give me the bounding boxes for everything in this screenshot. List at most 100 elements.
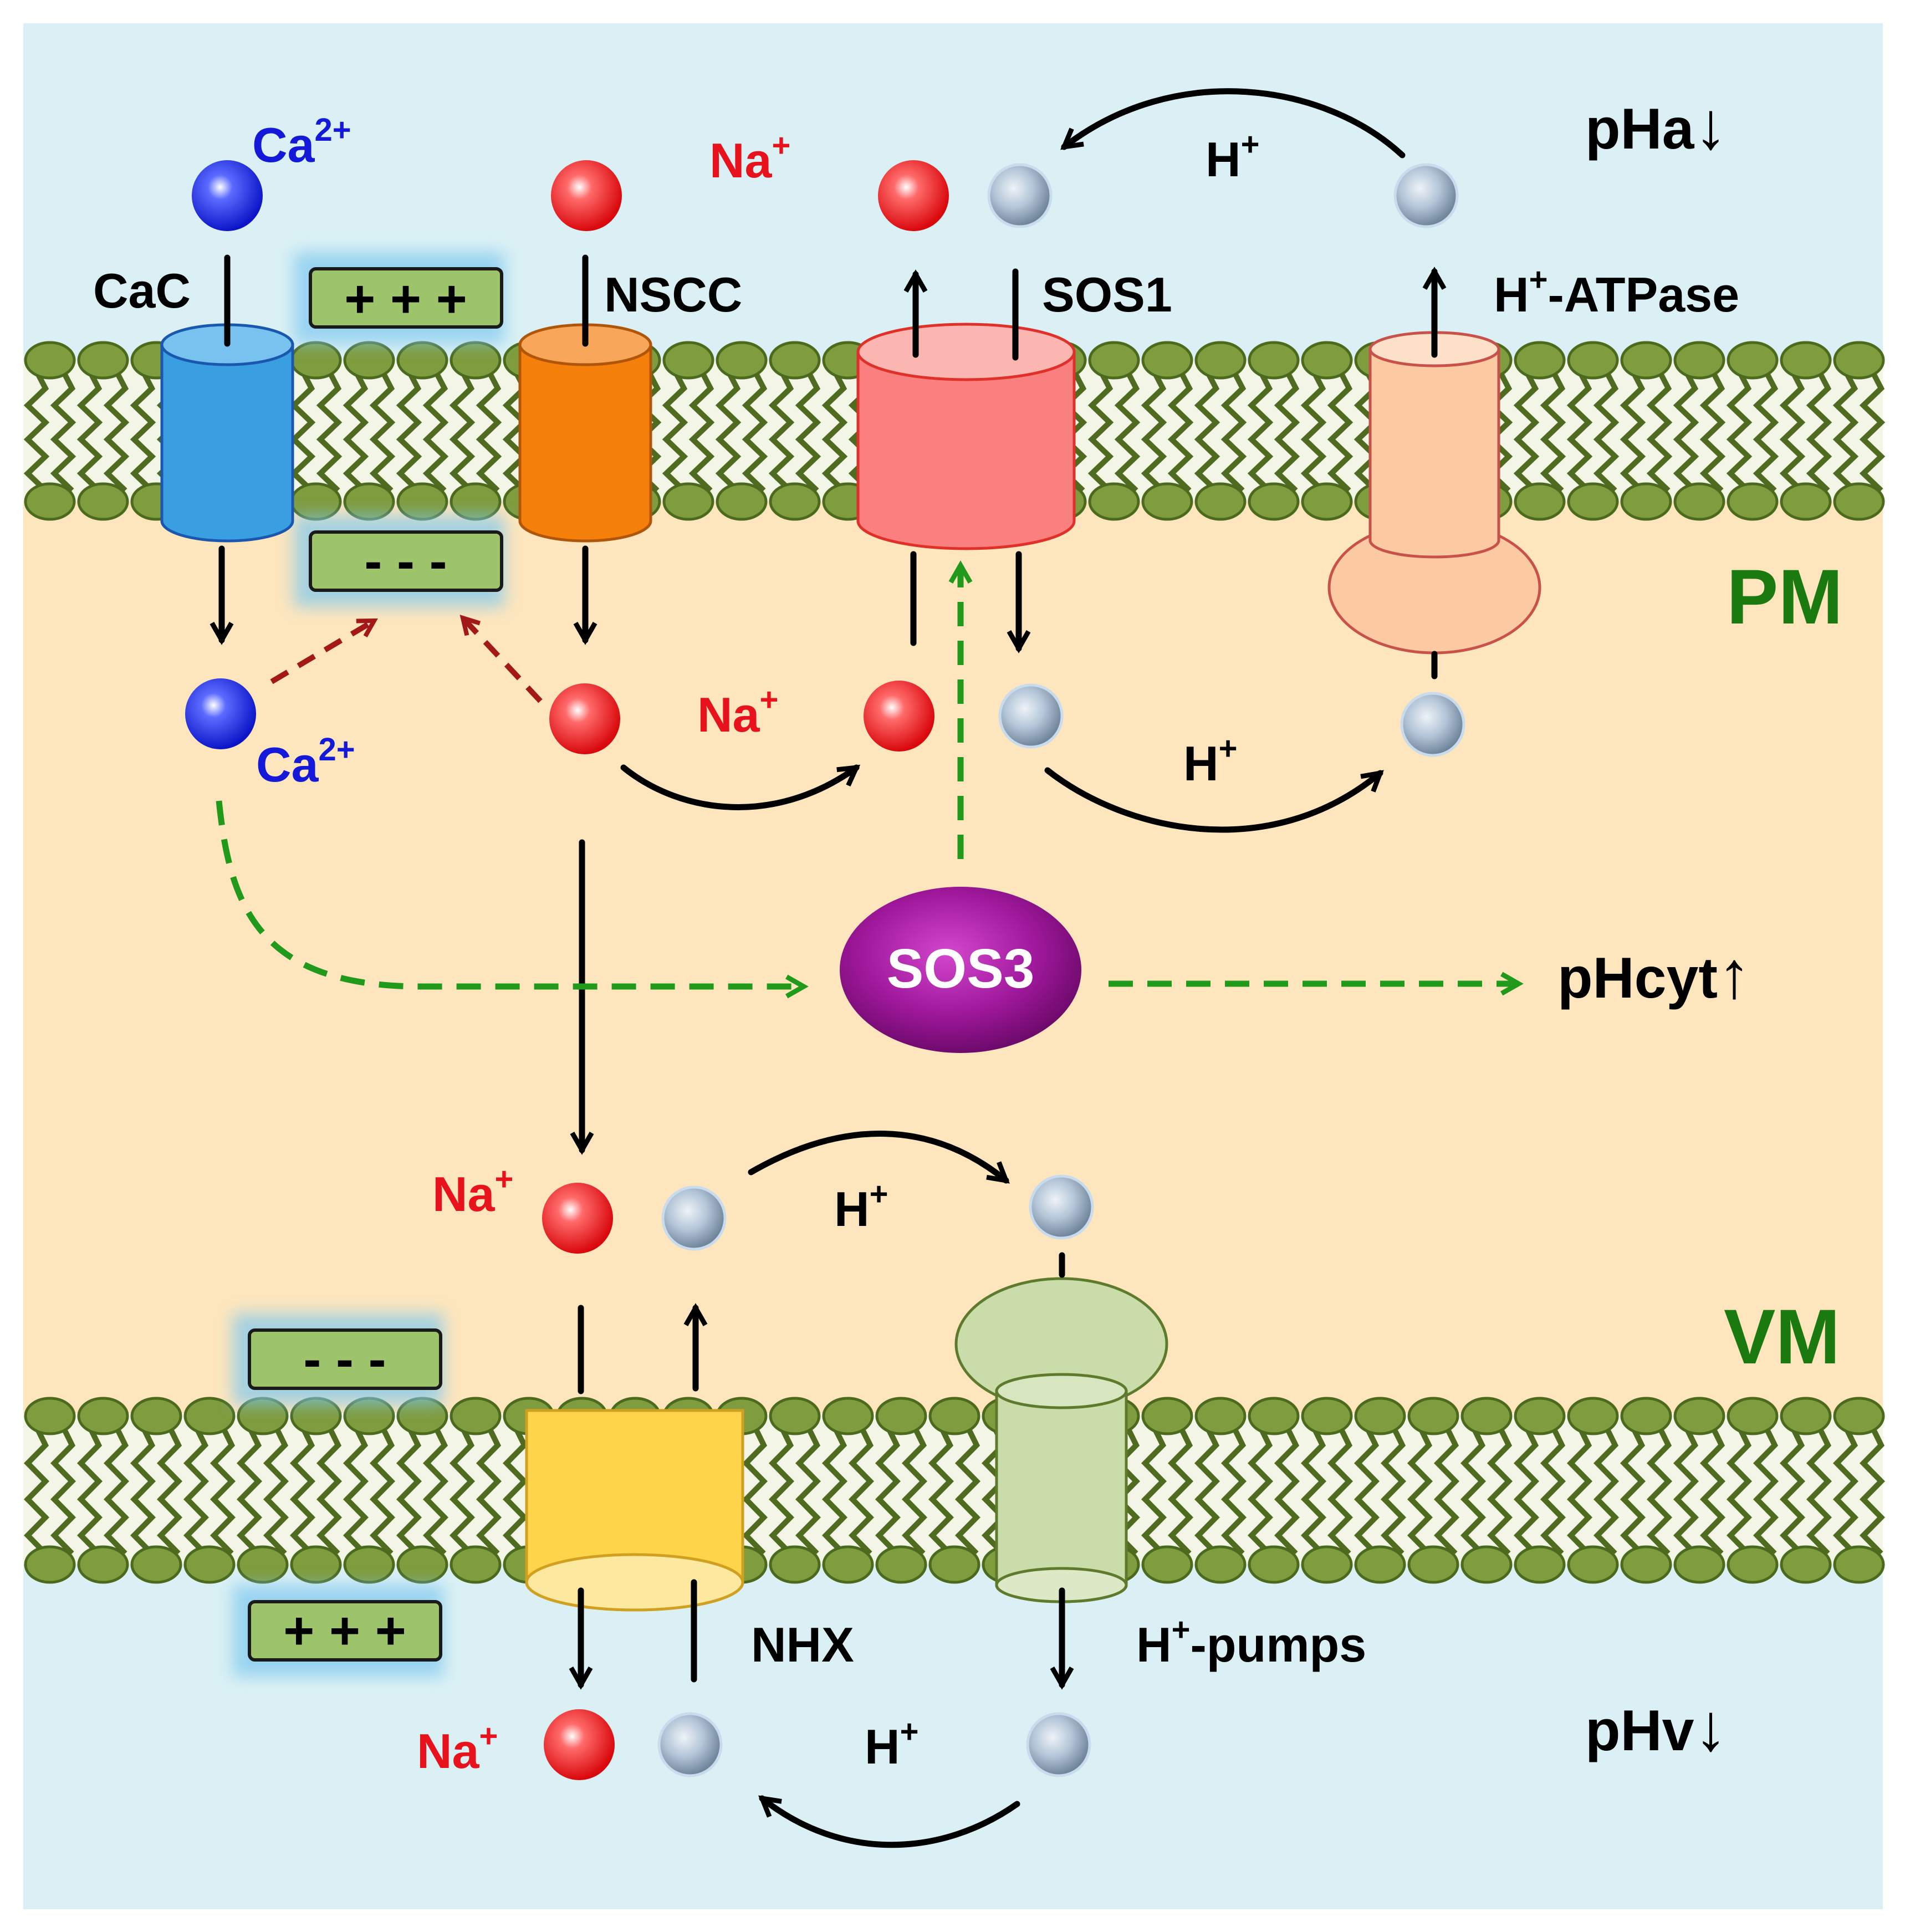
lipid-head xyxy=(1514,1545,1566,1584)
lipid-tail xyxy=(449,1425,476,1556)
lipid-tail xyxy=(369,1425,396,1556)
lipid-tail xyxy=(130,1425,156,1556)
lipid-head xyxy=(1727,341,1779,380)
h-ion-vacuole-pump xyxy=(1026,1712,1091,1777)
lipid-tail xyxy=(156,1425,183,1556)
lipid-head xyxy=(396,341,448,380)
lipid-head xyxy=(1194,341,1247,380)
lipid-head xyxy=(77,341,129,380)
lipid-tail xyxy=(1087,370,1114,493)
lipid-tail xyxy=(1779,1425,1806,1556)
lipid-tail xyxy=(1141,1425,1167,1556)
lipid-head xyxy=(130,1397,182,1435)
phv-label: pHv↓ xyxy=(1585,1690,1727,1765)
lipid-head xyxy=(875,1545,927,1584)
lipid-head xyxy=(1673,1545,1725,1584)
lipid-head xyxy=(24,482,76,521)
lipid-tail xyxy=(1566,370,1593,493)
lipid-tail xyxy=(289,1425,316,1556)
lipid-tail xyxy=(1753,370,1779,493)
lipid-tail xyxy=(1699,1425,1726,1556)
lipid-tail xyxy=(1380,1425,1407,1556)
lipid-tail xyxy=(1779,370,1806,493)
h-ion-cytosol-atpase xyxy=(1400,692,1465,757)
lipid-head xyxy=(1780,341,1832,380)
lipid-tail xyxy=(103,370,130,493)
lipid-tail xyxy=(1327,1425,1354,1556)
lipid-head xyxy=(662,482,714,521)
lipid-tail xyxy=(343,1425,369,1556)
lipid-head xyxy=(1620,341,1672,380)
lipid-tail xyxy=(1167,1425,1194,1556)
h-label-outside: H+ xyxy=(1206,126,1259,187)
lipid-tail xyxy=(1832,1425,1859,1556)
lipid-tail xyxy=(476,1425,502,1556)
vm-label: VM xyxy=(1724,1293,1840,1380)
lipid-head xyxy=(343,1545,395,1584)
phcyt-label: pHcyt↑ xyxy=(1557,938,1751,1012)
lipid-tail xyxy=(1433,1425,1460,1556)
lipid-head xyxy=(769,482,821,521)
depolarization-arrows xyxy=(270,615,543,703)
lipid-tail xyxy=(476,370,502,493)
cac-label: CaC xyxy=(93,263,191,318)
ca-ion-outside xyxy=(192,160,263,231)
na-label-cytosol: Na+ xyxy=(697,682,778,742)
lipid-head xyxy=(1301,341,1353,380)
lipid-head xyxy=(1194,1397,1247,1435)
lipid-tail xyxy=(23,1425,50,1556)
vm-cyt-charge: - - - xyxy=(233,1313,443,1405)
lipid-head xyxy=(1354,1397,1406,1435)
lipid-tail xyxy=(1726,370,1753,493)
h-atpase-label: H+-ATPase xyxy=(1494,262,1739,322)
lipid-tail xyxy=(848,1425,875,1556)
lipid-tail xyxy=(1593,1425,1620,1556)
lipid-head xyxy=(1248,1397,1300,1435)
lipid-tail xyxy=(1646,370,1673,493)
lipid-head xyxy=(1194,1545,1247,1584)
lipid-head xyxy=(290,341,342,380)
lipid-tail xyxy=(422,370,449,493)
lipid-tail xyxy=(130,370,156,493)
pm-inner-charge: - - - xyxy=(294,515,504,607)
h-label-cytosol-2: H+ xyxy=(834,1176,888,1236)
pha-label: pHa↓ xyxy=(1585,89,1727,163)
lipid-head xyxy=(1620,482,1672,521)
lipid-head xyxy=(928,1545,980,1584)
lipid-tail xyxy=(396,370,422,493)
h-ion-cytosol-nhx xyxy=(661,1185,727,1251)
lipid-tail xyxy=(1806,370,1832,493)
na-ion-outside-sos1 xyxy=(878,160,949,231)
lipid-head xyxy=(1088,341,1140,380)
na-ion-outside-nscc xyxy=(551,160,622,231)
lipid-head xyxy=(24,1397,76,1435)
lipid-head xyxy=(1780,482,1832,521)
lipid-tail xyxy=(1194,1425,1220,1556)
lipid-tail xyxy=(795,370,821,493)
lipid-head xyxy=(716,482,768,521)
lipid-tail xyxy=(1300,1425,1327,1556)
lipid-head xyxy=(1780,1545,1832,1584)
lipid-tail xyxy=(715,370,742,493)
lipid-head xyxy=(1780,1397,1832,1435)
lipid-tail xyxy=(1513,370,1540,493)
lipid-tail xyxy=(795,1425,821,1556)
na-label-outside: Na+ xyxy=(709,127,790,188)
lipid-tail xyxy=(1407,1425,1433,1556)
pm-label: PM xyxy=(1727,553,1843,640)
lipid-tail xyxy=(768,370,795,493)
na-label-nhx-cytosol: Na+ xyxy=(432,1161,513,1221)
lipid-head xyxy=(24,341,76,380)
lipid-tail xyxy=(183,1425,210,1556)
h-ion-outside-atpase xyxy=(1393,163,1459,228)
lipid-tail xyxy=(1274,1425,1300,1556)
lipid-head xyxy=(1833,1397,1885,1435)
nhx-antiporter xyxy=(525,1409,744,1612)
h-pumps-label: H+-pumps xyxy=(1136,1612,1366,1672)
pm-outer-charge: + + + xyxy=(294,252,504,344)
lipid-head xyxy=(1141,1397,1193,1435)
lipid-head xyxy=(343,341,395,380)
lipid-head xyxy=(1248,1545,1300,1584)
lipid-tail xyxy=(1114,370,1141,493)
lipid-tail xyxy=(1726,1425,1753,1556)
